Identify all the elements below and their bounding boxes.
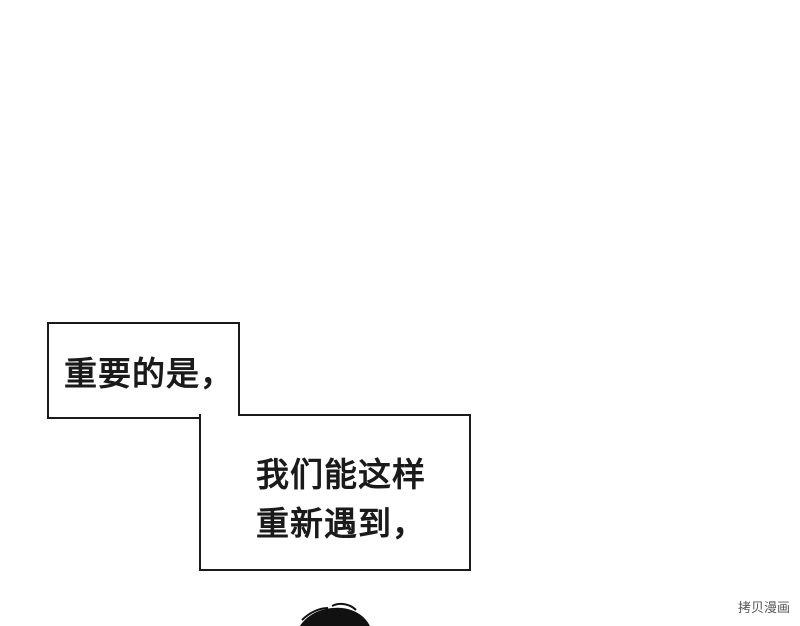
hair-strand-2 (331, 602, 357, 611)
hair-shape (300, 607, 370, 626)
caption-line-1: 重要的是， (64, 354, 234, 393)
caption-box-lower (199, 414, 471, 571)
caption-line-3: 重新遇到， (256, 504, 426, 543)
caption-box-joint (201, 414, 238, 420)
caption-box-upper (47, 322, 240, 419)
caption-line-2: 我们能这样 (256, 455, 426, 494)
character-hair-illustration (300, 602, 370, 626)
hair-strand-1 (301, 607, 329, 621)
watermark: 拷贝漫画 (737, 601, 790, 616)
